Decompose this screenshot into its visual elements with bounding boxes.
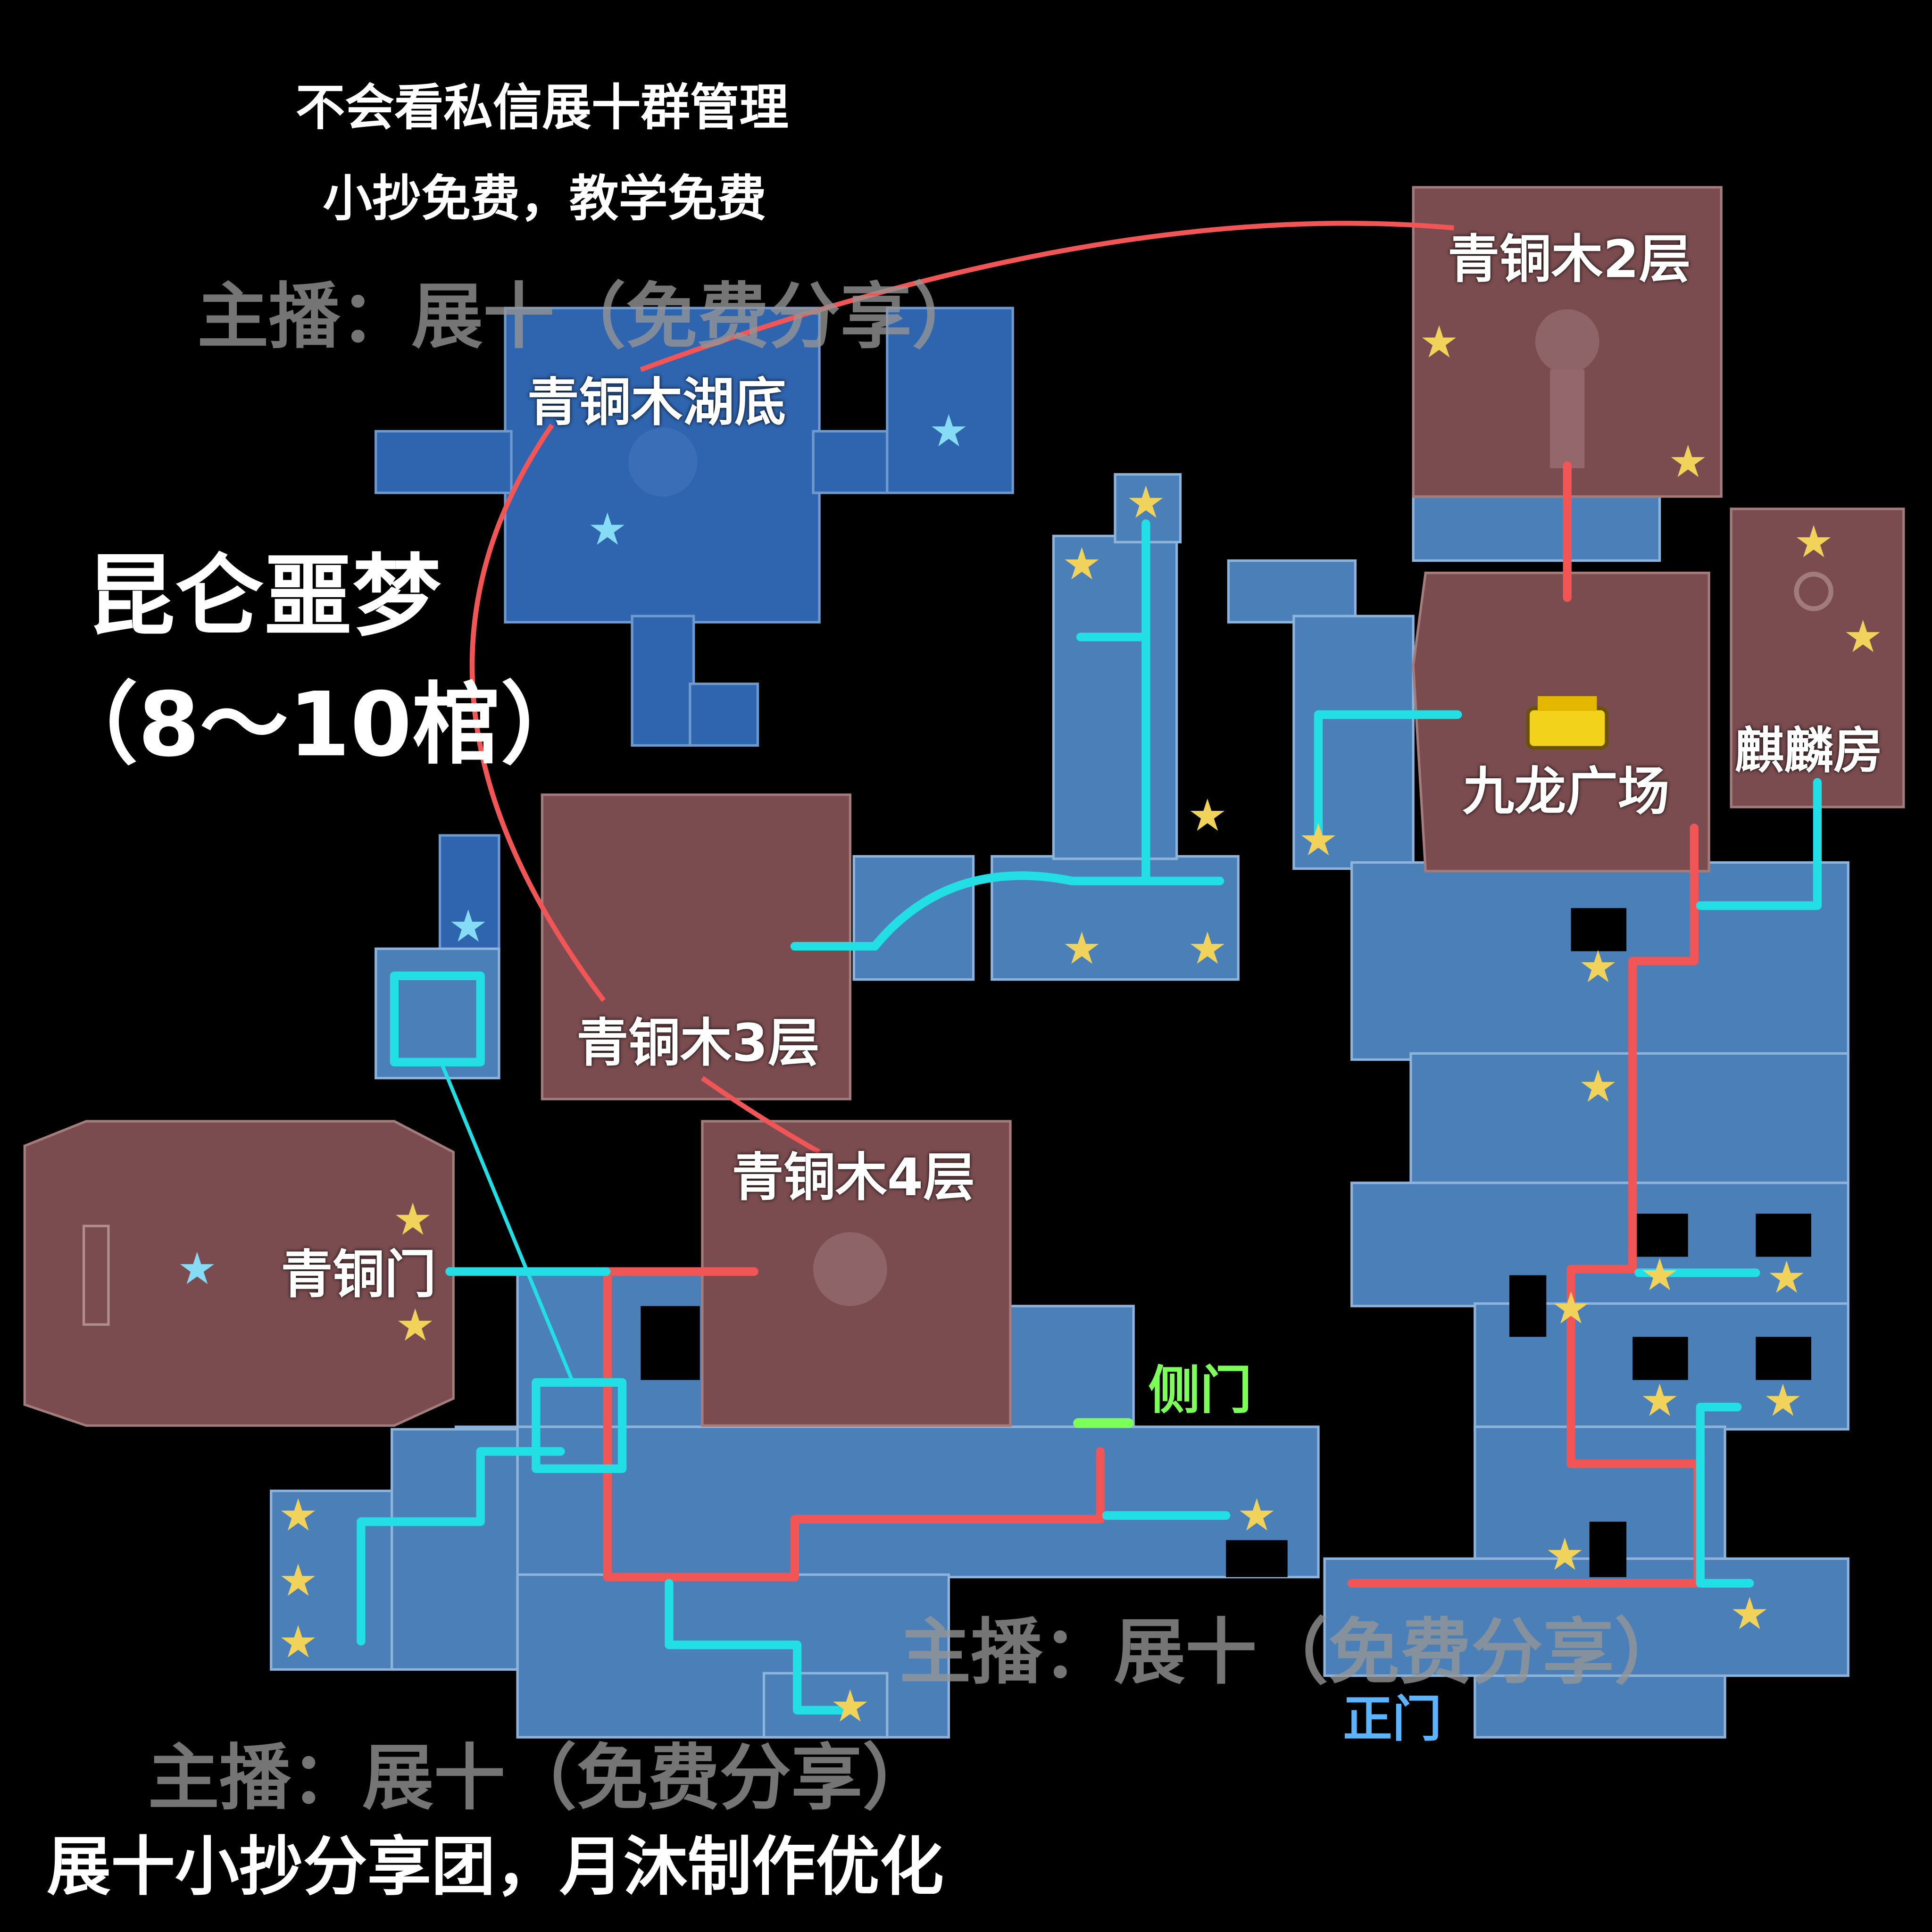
svg-text:★: ★ (1062, 923, 1101, 974)
map-title: 昆仑噩梦 (86, 544, 441, 649)
svg-text:★: ★ (278, 1617, 318, 1668)
svg-text:★: ★ (395, 1300, 435, 1351)
svg-text:★: ★ (177, 1243, 217, 1295)
svg-text:★: ★ (1640, 1249, 1679, 1301)
svg-text:★: ★ (1299, 815, 1338, 866)
label-floor2: 青铜木2层 (1448, 229, 1691, 290)
label-floor4: 青铜木4层 (732, 1147, 975, 1208)
svg-text:★: ★ (1188, 790, 1227, 841)
header-line-2: 小抄免费，教学免费 (323, 171, 766, 228)
watermark-top: 主播：展十（免费分享） (197, 275, 983, 359)
label-bronze-gate: 青铜门 (281, 1244, 436, 1305)
footer-credit: 展十小抄分享团，月沐制作优化 (47, 1831, 944, 1905)
label-lake-bottom: 青铜木湖底 (527, 372, 786, 433)
treasure-chest-icon (1526, 696, 1609, 750)
label-floor3: 青铜木3层 (576, 1013, 820, 1074)
watermark-bottom: 主播：展十（免费分享） (899, 1610, 1686, 1694)
label-side-gate: 侧门 (1148, 1360, 1252, 1421)
svg-text:★: ★ (393, 1194, 433, 1246)
svg-text:★: ★ (1188, 923, 1227, 974)
svg-text:★: ★ (1578, 1061, 1618, 1112)
cyan-route (357, 519, 1822, 1715)
watermark-middle: 主播：展十（免费分享） (148, 1736, 934, 1820)
brown-rooms (23, 186, 1905, 1427)
blue-corridors (270, 473, 1849, 1739)
svg-text:★: ★ (1730, 1588, 1769, 1640)
svg-text:★: ★ (1062, 539, 1101, 590)
svg-text:★: ★ (1126, 477, 1166, 528)
map-subtitle: （8～10棺） (49, 673, 590, 776)
svg-text:★: ★ (1843, 611, 1882, 663)
svg-text:★: ★ (1767, 1252, 1807, 1303)
svg-text:★: ★ (588, 504, 627, 556)
svg-text:★: ★ (278, 1555, 318, 1607)
label-nine-dragon-square: 九龙广场 (1462, 761, 1670, 822)
svg-text:★: ★ (1578, 941, 1618, 993)
svg-text:★: ★ (448, 901, 488, 952)
svg-text:★: ★ (278, 1490, 318, 1541)
svg-text:★: ★ (1551, 1283, 1591, 1334)
svg-text:★: ★ (1237, 1490, 1276, 1541)
svg-text:★: ★ (929, 406, 968, 457)
label-main-gate: 正门 (1343, 1691, 1442, 1749)
svg-text:★: ★ (1640, 1375, 1679, 1427)
svg-text:★: ★ (1763, 1375, 1803, 1427)
label-qilin-room: 麒麟房 (1734, 723, 1883, 780)
svg-text:★: ★ (1419, 317, 1459, 368)
svg-text:★: ★ (830, 1681, 870, 1732)
svg-text:★: ★ (1794, 516, 1833, 568)
svg-text:★: ★ (1668, 436, 1708, 488)
star-markers: ★★ ★★ ★★ ★★ ★★ ★★ ★★ ★ ★★ ★★ ★ ★★ ★★ ★★ … (177, 317, 1883, 1732)
header-line-1: 不会看私信展十群管理 (295, 80, 789, 137)
svg-text:★: ★ (1545, 1529, 1584, 1581)
